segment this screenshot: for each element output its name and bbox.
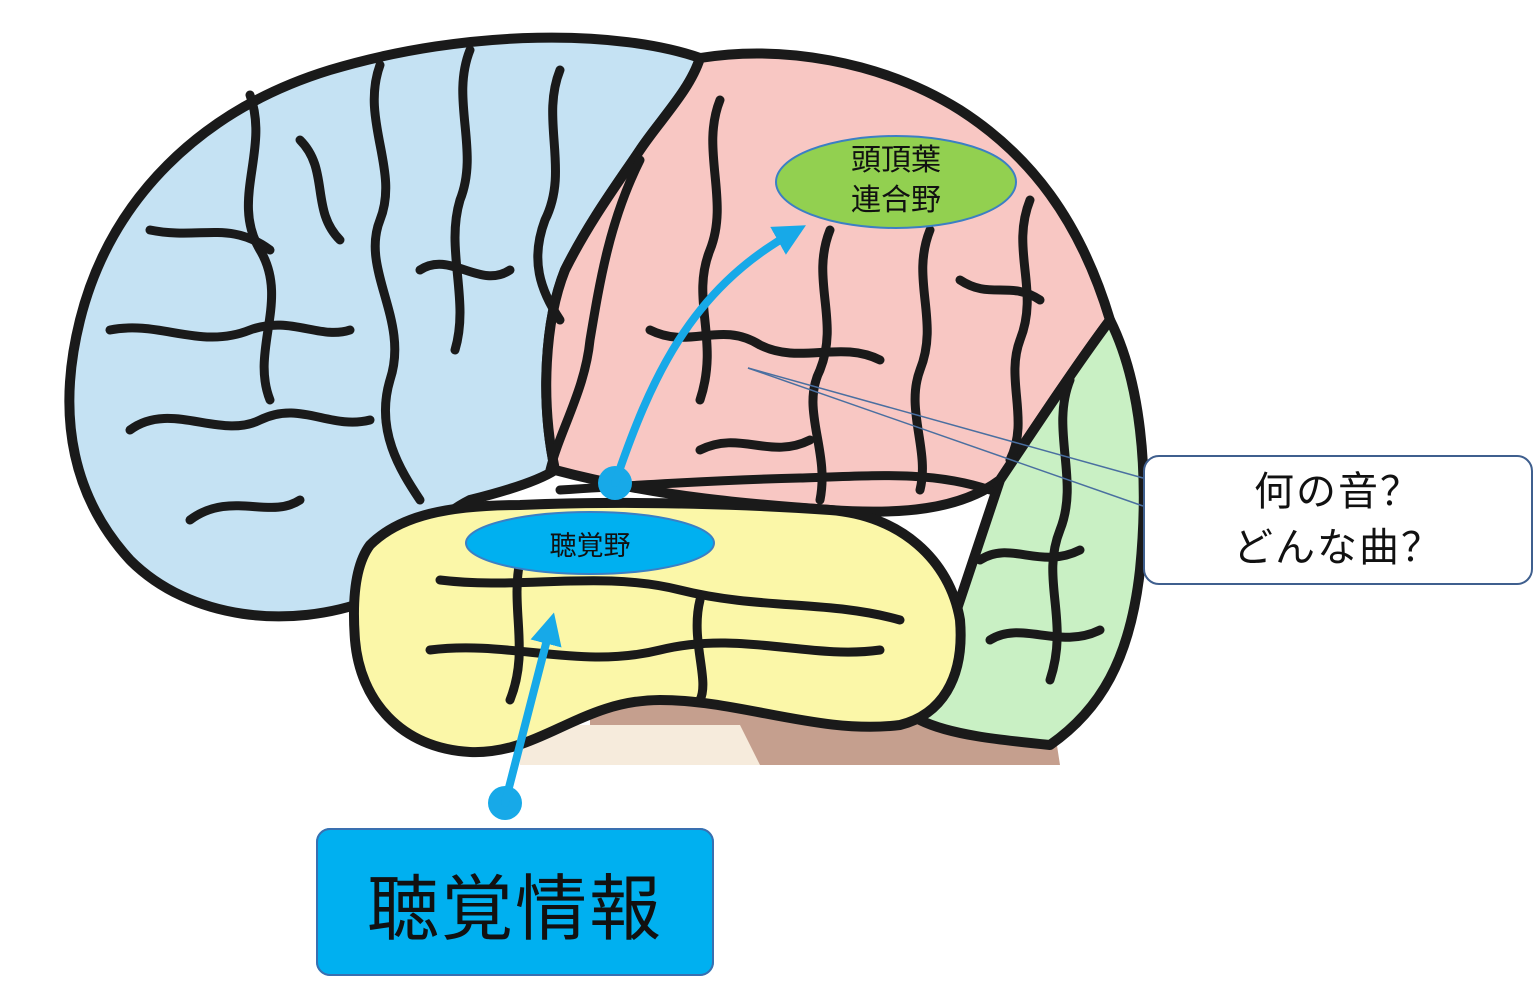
- sulcus-line: [243, 90, 277, 405]
- sulcus-line: [185, 495, 305, 525]
- sulcus-line: [145, 225, 275, 255]
- sulcus-line: [975, 545, 1085, 565]
- sulcus-line: [1045, 375, 1075, 685]
- parietal-association-label: 頭頂葉 連合野: [776, 135, 1016, 227]
- sulcus-line: [450, 45, 475, 355]
- pointer-line-lower: [747, 367, 1144, 507]
- sulcus-line: [692, 595, 708, 705]
- sulcus-line: [695, 435, 815, 455]
- pointer-lines: [747, 367, 1144, 507]
- sulcus-line: [545, 155, 645, 475]
- sulcus-line: [955, 275, 1045, 305]
- sulcus-line: [415, 259, 515, 281]
- sulcus-line: [505, 555, 525, 705]
- sulcus-line: [295, 135, 345, 245]
- sulcus-line: [533, 65, 565, 325]
- parietal-association-ellipse: [775, 135, 1017, 229]
- auditory-cortex-ellipse: [465, 511, 715, 575]
- question-line1: 何の音？: [1254, 469, 1422, 515]
- question-box: 何の音？ どんな曲？: [1143, 455, 1533, 585]
- pointer-line-upper: [747, 367, 1144, 479]
- brainstem-base: [520, 725, 760, 765]
- auditory-info-box: 聴覚情報: [316, 828, 714, 976]
- sulcus-line: [125, 408, 375, 435]
- arrow-auditory-to-parietal: [611, 225, 806, 487]
- sulcus-line: [1005, 195, 1035, 465]
- sulcus-line: [425, 638, 885, 662]
- auditory-cortex-text: 聴覚野: [549, 530, 631, 562]
- auditory-info-text: 聴覚情報: [366, 866, 663, 951]
- sulcus-line: [910, 225, 935, 495]
- parietal-label-line1: 頭頂葉: [851, 143, 941, 178]
- sulcus-line: [985, 625, 1105, 645]
- arrow-input-to-auditory: [501, 612, 562, 807]
- auditory-cortex-label: 聴覚野: [466, 512, 714, 574]
- sulcus-line: [369, 60, 425, 505]
- sulcus-line: [105, 320, 355, 342]
- input-box-background: [316, 828, 714, 976]
- question-line2: どんな曲？: [1233, 525, 1443, 571]
- parietal-label-line2: 連合野: [851, 183, 941, 218]
- sulcus-line: [695, 95, 725, 405]
- signal-arrows: [488, 225, 806, 820]
- sulcus-line: [808, 225, 835, 505]
